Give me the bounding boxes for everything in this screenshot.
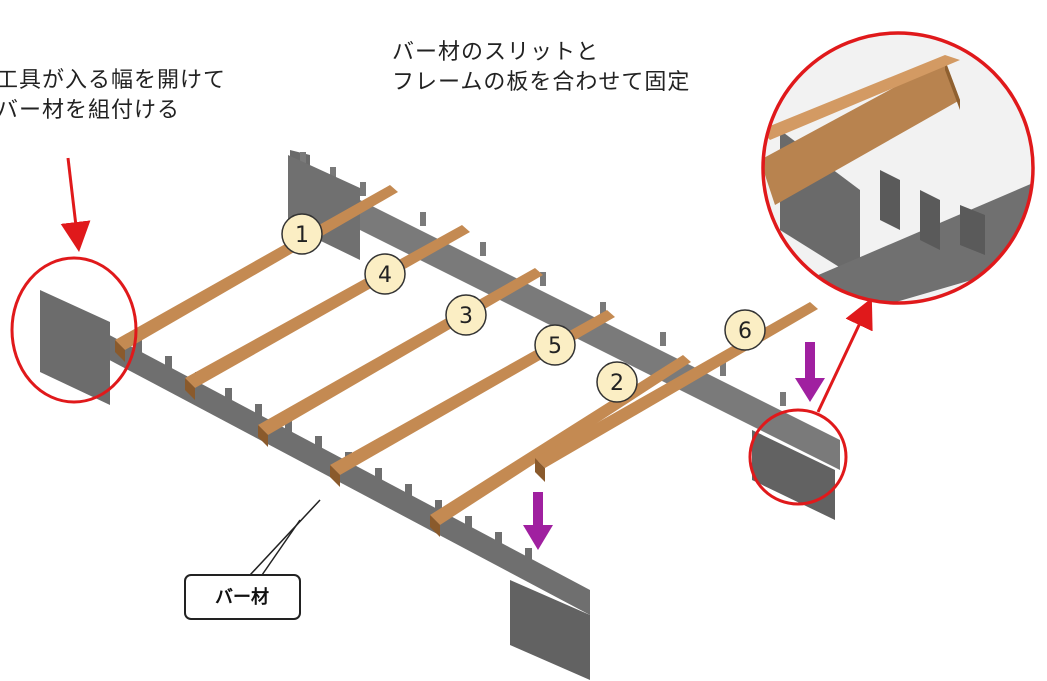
down-arrow-right [795, 342, 825, 402]
bar-1 [115, 185, 398, 362]
marker-2: 2 [596, 361, 638, 403]
bar-4 [185, 225, 470, 400]
marker-6: 6 [724, 309, 766, 351]
left-annotation: 工具が入る幅を開けて バー材を組付ける [0, 66, 226, 126]
marker-1: 1 [281, 213, 323, 255]
top-annotation: バー材のスリットと フレームの板を合わせて固定 [392, 38, 690, 98]
marker-6-label: 6 [738, 319, 752, 344]
left-annotation-line2: バー材を組付ける [0, 98, 181, 123]
zoom-circle-border [761, 31, 1035, 305]
back-frame-rail [288, 150, 840, 470]
front-frame-rail [40, 290, 835, 680]
down-arrow-left [523, 492, 553, 550]
marker-1-label: 1 [295, 223, 309, 248]
zoom-detail [761, 31, 1035, 305]
marker-5-label: 5 [548, 334, 562, 359]
top-annotation-line2: フレームの板を合わせて固定 [392, 70, 691, 95]
red-arrow-left [60, 157, 91, 252]
bar-callout: バー材 [184, 499, 321, 620]
marker-4-label: 4 [378, 263, 392, 288]
bar-number-markers: 1 4 3 5 2 6 [281, 213, 766, 403]
top-annotation-line1: バー材のスリットと [392, 40, 600, 65]
marker-2-label: 2 [610, 371, 624, 396]
marker-3: 3 [445, 294, 487, 336]
marker-3-label: 3 [459, 304, 473, 329]
wooden-bars [115, 185, 818, 537]
bar-3 [258, 268, 543, 447]
bar-callout-label: バー材 [215, 586, 269, 608]
left-annotation-line1: 工具が入る幅を開けて [0, 68, 227, 93]
highlight-circle-right [748, 408, 848, 506]
highlight-circle-left [10, 256, 138, 404]
red-arrow-right [816, 297, 873, 413]
marker-4: 4 [364, 253, 406, 295]
marker-5: 5 [534, 324, 576, 366]
